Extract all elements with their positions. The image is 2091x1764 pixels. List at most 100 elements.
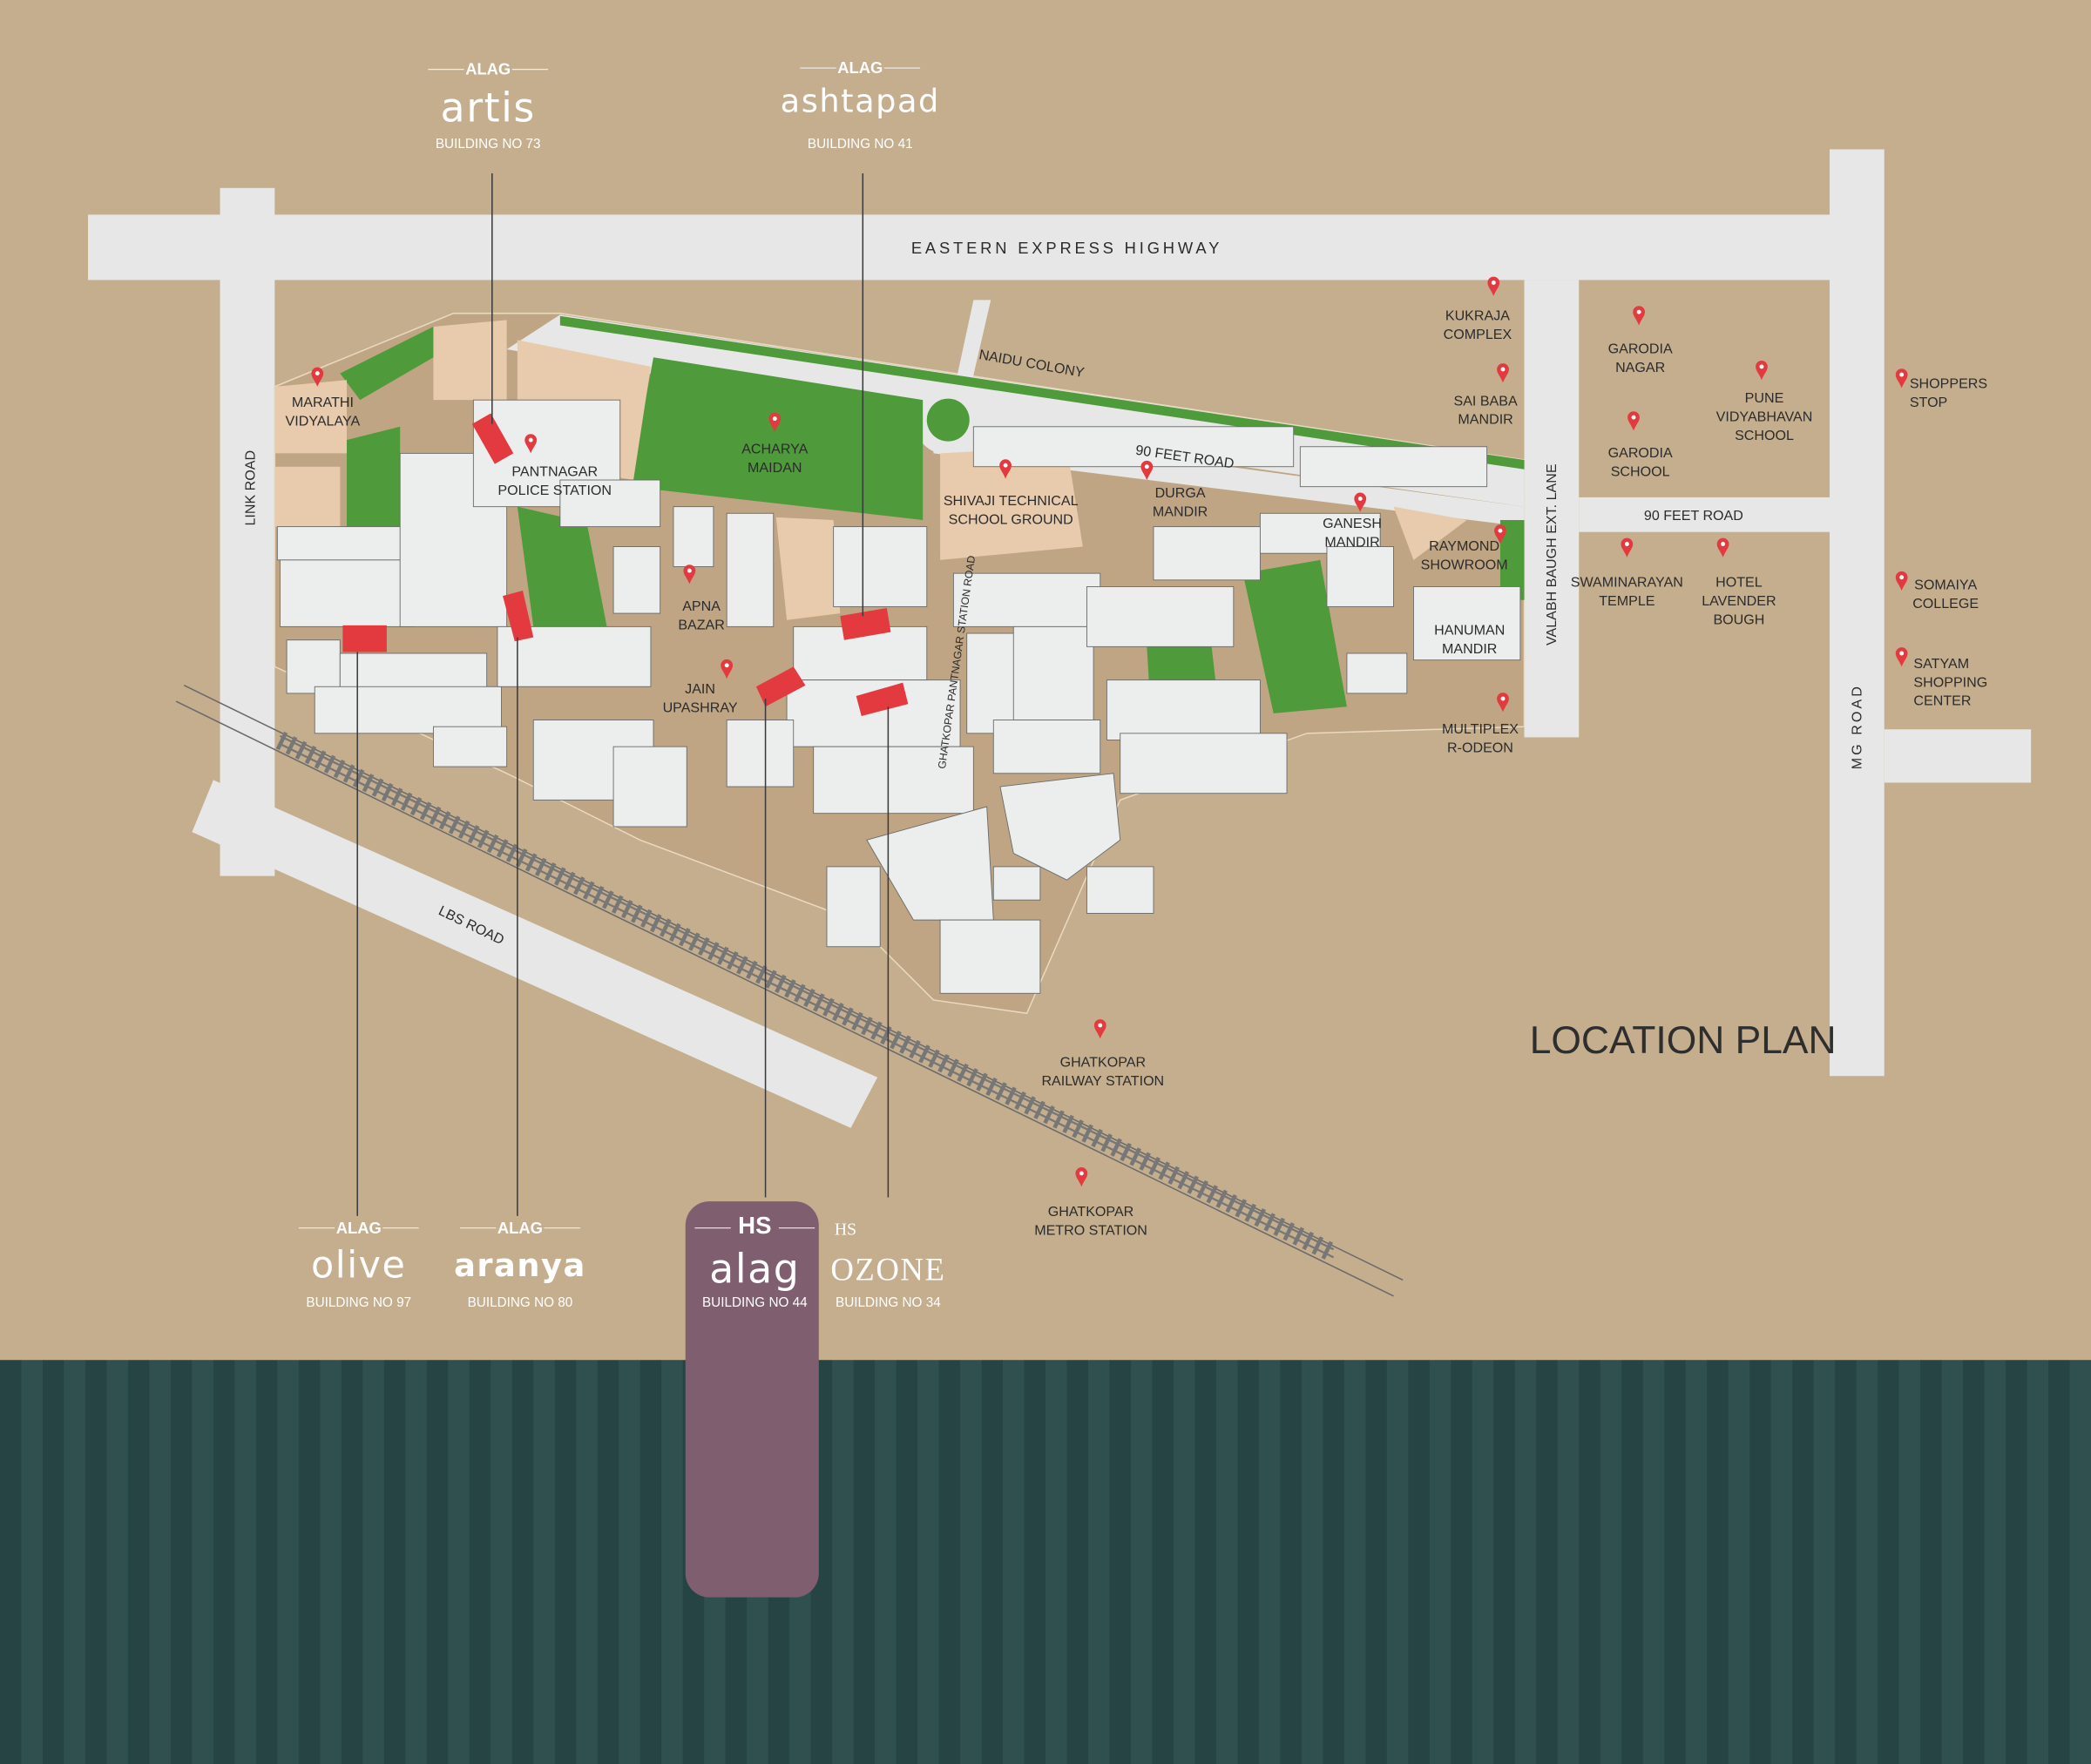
project-name: artis [441,84,536,131]
label-link-road: LINK ROAD [242,450,258,526]
landmark-label-line: APNA [682,598,721,614]
landmark-label-line: SHOWROOM [1421,558,1508,573]
pin-dot [1498,528,1503,533]
landmark-label-line: POLICE STATION [497,483,612,498]
landmark-label-line: TEMPLE [1599,593,1655,609]
map-pin-icon [1627,411,1640,431]
landmark-label-line: SAI BABA [1453,393,1517,409]
landmark-label-line: HOTEL [1715,574,1763,590]
project-name: OZONE [830,1251,945,1287]
pin-dot [1899,372,1905,377]
project-building-number: BUILDING NO 41 [808,137,913,152]
eastern-express-highway [88,214,1830,280]
project-building-number: BUILDING NO 80 [468,1295,573,1310]
pin-dot [1144,464,1149,470]
landmark-label: DURGA MANDIR [1153,485,1208,519]
landmark-label-line: GARODIA [1608,341,1673,357]
landmark-label-line: DURGA [1155,485,1206,501]
pin-dot [1899,575,1905,580]
landmark[interactable]: PANTNAGAR POLICE STATION [497,434,612,498]
landmark-label-line: VIDYALAYA [286,413,361,429]
pin-dot [1079,1171,1084,1176]
lbs-road [192,780,878,1128]
landmark-label-line: SHIVAJI TECHNICAL [944,493,1079,509]
pin-dot [1631,415,1636,420]
project-brand: ALAG [336,1219,382,1237]
landmark-label-line: MANDIR [1153,504,1208,519]
map-pin-icon [524,434,538,454]
pin-dot [1491,280,1496,285]
map-pin-icon [1354,492,1367,512]
landmark-label-line: SCHOOL [1611,463,1670,479]
pin-dot [1500,367,1506,372]
map-pin-icon [1895,647,1908,667]
project-building-number: BUILDING NO 73 [436,137,541,152]
map-pin-icon [1497,693,1509,713]
page-title: LOCATION PLAN [1530,1019,1837,1062]
landmark-label: PANTNAGAR POLICE STATION [497,463,612,497]
striped-footer-band [0,1360,2091,1764]
landmark[interactable]: SWAMINARAYAN TEMPLE [1571,537,1683,609]
pin-dot [1098,1023,1103,1028]
landmark-label-line: GHATKOPAR [1060,1054,1146,1070]
landmark-label-line: MANDIR [1458,412,1512,428]
landmark[interactable]: GHATKOPAR METRO STATION [1034,1167,1147,1238]
landmark-label-line: R-ODEON [1447,740,1513,755]
landmark-label-line: COLLEGE [1912,596,1979,612]
landmark[interactable]: SAI BABA MANDIR [1453,363,1518,428]
landmark-label-line: PANTNAGAR [511,463,598,479]
landmark-label-line: BOUGH [1713,612,1764,627]
railway-track [175,685,1404,1297]
pin-dot [772,416,777,422]
pin-dot [1636,309,1641,314]
leader-lines [356,172,890,1216]
landmark-label-line: METRO STATION [1034,1222,1147,1238]
pin-dot [1899,651,1905,656]
pin-dot [724,663,729,668]
landmark[interactable]: DURGA MANDIR [1140,460,1208,520]
map-pin-icon [1497,363,1509,383]
landmark-label-line: SWAMINARAYAN [1571,574,1683,590]
selected-project-card[interactable] [685,1201,819,1598]
neighbourhood-blocks [274,300,1526,1015]
map-pin-icon [999,459,1012,479]
landmark-label-line: SHOPPERS [1910,375,1987,391]
landmark-label-line: CENTER [1913,693,1971,709]
pin-dot [687,568,692,573]
landmark-label-line: GHATKOPAR [1048,1204,1133,1220]
map-pin-icon [1633,306,1646,326]
